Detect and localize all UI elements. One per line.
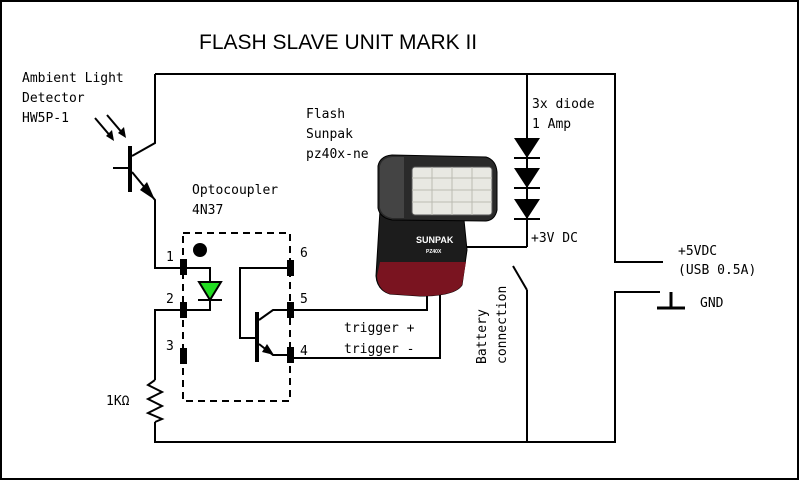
- pin1-marker-dot: [193, 243, 207, 257]
- diode-icon: [514, 199, 540, 220]
- flash-label-line2: Sunpak: [306, 127, 353, 142]
- diode-icon: [514, 168, 540, 189]
- diode-string: [514, 138, 540, 220]
- flash-label-line1: Flash: [306, 107, 345, 122]
- pin-label-5: 5: [300, 292, 308, 307]
- pin-5: [287, 302, 294, 318]
- wire-pin2-resistor: [154, 309, 183, 380]
- diagram-title: FLASH SLAVE UNIT MARK II: [199, 31, 477, 54]
- diode-icon: [514, 138, 540, 159]
- resistor-label: 1KΩ: [106, 394, 130, 409]
- pin-label-6: 6: [300, 246, 308, 261]
- wire-led-cathode: [183, 300, 211, 311]
- flash-model-text: PZ40X: [426, 249, 442, 255]
- pin-2: [180, 302, 187, 318]
- flash-brand-logo: SUNPAK: [416, 235, 454, 245]
- diode-label-line1: 3x diode: [532, 97, 595, 112]
- voltage-3v-label: +3V DC: [531, 231, 578, 246]
- pin-label-4: 4: [300, 344, 308, 359]
- wire-trigger-minus: [290, 294, 441, 359]
- resistor-icon: [145, 379, 165, 423]
- wire-top-rail: [155, 73, 660, 263]
- flash-label-line3: pz40x-ne: [306, 147, 369, 162]
- battery-label-line1: Battery: [475, 309, 490, 364]
- optocoupler-label-line1: Optocoupler: [192, 183, 278, 198]
- wire-collector: [131, 74, 156, 157]
- battery-label-line2: connection: [495, 286, 510, 364]
- optocoupler: 1 2 3 4 5 6: [166, 232, 308, 402]
- trigger-minus-label: trigger -: [344, 342, 414, 357]
- pin-1: [180, 259, 187, 275]
- pin-3: [180, 348, 187, 364]
- pin-4: [287, 347, 294, 363]
- pin-label-1: 1: [166, 250, 174, 265]
- wire-trigger-plus: [290, 294, 428, 311]
- detector-label-line1: Ambient Light: [22, 71, 124, 86]
- supply-label-line2: (USB 0.5A): [678, 263, 756, 278]
- diode-label-line2: 1 Amp: [532, 117, 571, 132]
- phototransistor: [94, 114, 155, 200]
- wire-pin4-emitter: [258, 343, 290, 356]
- flash-unit-image: SUNPAK PZ40X: [375, 154, 498, 297]
- gnd-label: GND: [700, 296, 724, 311]
- phototransistor-emitter-arrow: [140, 182, 155, 200]
- wire-emitter: [131, 171, 183, 269]
- pin-label-3: 3: [166, 339, 174, 354]
- output-transistor-arrow: [262, 344, 274, 355]
- wire-battery-tap: [512, 265, 528, 291]
- pin-label-2: 2: [166, 292, 174, 307]
- detector-label-line2: Detector: [22, 91, 85, 106]
- wire-ground-rail: [154, 291, 660, 443]
- power-terminals: [657, 261, 685, 310]
- wires: [131, 73, 660, 443]
- wire-pin5-collector: [258, 309, 290, 321]
- light-arrows-icon: [94, 114, 126, 141]
- wire-pin6-base: [239, 267, 290, 339]
- trigger-plus-label: trigger +: [344, 321, 415, 336]
- detector-label-line3: HW5P-1: [22, 111, 69, 126]
- pin-6: [287, 260, 294, 276]
- wire-led-anode: [183, 267, 211, 282]
- led-icon: [197, 281, 223, 302]
- supply-label-line1: +5VDC: [678, 244, 717, 259]
- optocoupler-pins: [180, 259, 294, 364]
- optocoupler-label-line2: 4N37: [192, 203, 223, 218]
- optocoupler-outline: [182, 232, 291, 402]
